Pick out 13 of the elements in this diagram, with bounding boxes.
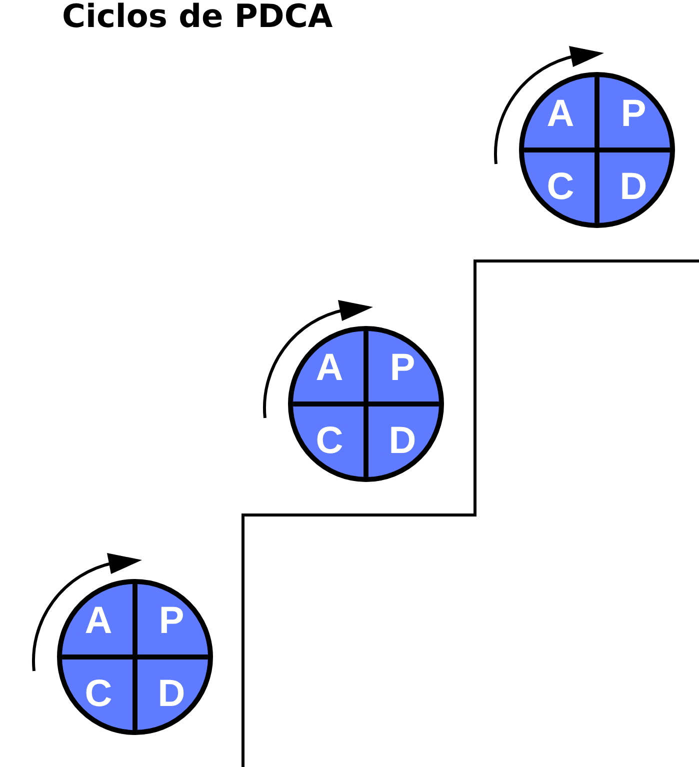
- quadrant-letter: P: [158, 602, 184, 640]
- quadrant-letter: A: [316, 348, 344, 386]
- quadrant-letter: A: [546, 94, 574, 132]
- quadrant-letter: A: [84, 602, 112, 640]
- quadrant-letter: P: [620, 94, 646, 132]
- title: Ciclos de PDCA: [62, 0, 333, 32]
- quadrant-letter: C: [546, 168, 574, 206]
- quadrant-letter: D: [158, 674, 186, 712]
- quadrant-letter: C: [84, 674, 112, 712]
- quadrant-letter: D: [388, 422, 416, 460]
- quadrant-letter: P: [390, 348, 416, 386]
- quadrant-letter: C: [316, 422, 344, 460]
- quadrant-letter: D: [620, 168, 648, 206]
